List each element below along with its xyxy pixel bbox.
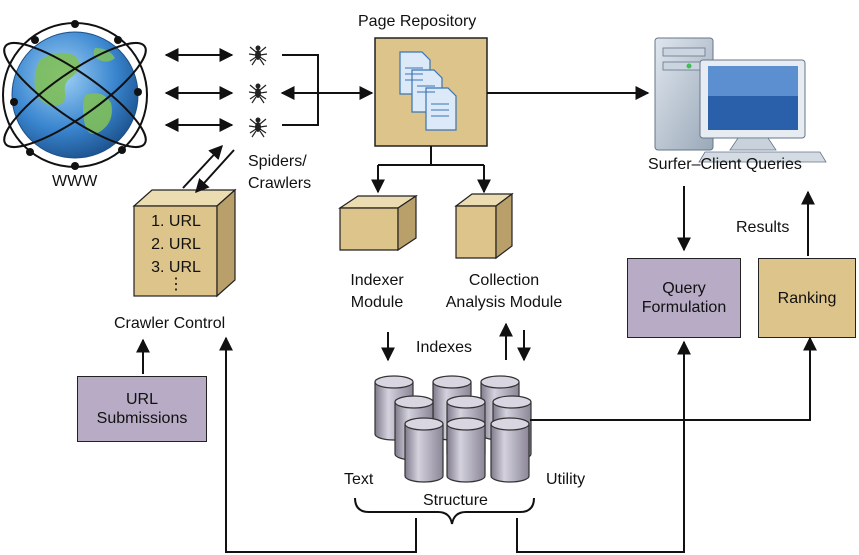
spiders-label: Spiders/ Crawlers [248, 152, 311, 193]
indexes-database-icon [374, 375, 532, 483]
query-formulation-label-line2: Formulation [641, 299, 727, 316]
index-brace [354, 497, 535, 525]
url-list-item-1: 1. URL [151, 213, 201, 230]
spider-icon-2 [248, 82, 268, 104]
arrow-to-query-formulation [516, 340, 691, 553]
url-submissions-label-line2: Submissions [96, 410, 188, 427]
results-label: Results [736, 219, 790, 236]
crawler-control-box [132, 188, 237, 298]
crawler-control-label: Crawler Control [114, 315, 226, 332]
utility-label: Utility [546, 471, 586, 488]
spider-icon-3 [248, 116, 268, 138]
url-submissions-box: URL Submissions [77, 376, 207, 442]
url-list-item-3: 3. URL [151, 259, 201, 276]
spider-icon-1 [248, 44, 268, 66]
spiders-label-line2: Crawlers [248, 175, 312, 192]
page-repository-label: Page Repository [358, 13, 477, 30]
arrow-control-to-spiders [182, 144, 223, 189]
www-label: WWW [52, 173, 98, 190]
url-list-more: ⋮ [168, 276, 184, 293]
ranking-box: Ranking [758, 258, 856, 338]
database-cylinder-icon [404, 417, 444, 483]
indexer-label-line1: Indexer [350, 272, 404, 289]
computer-icon [654, 37, 827, 163]
database-cylinder-icon [446, 417, 486, 483]
database-cylinder-icon [490, 417, 530, 483]
surfer-queries-label: Surfer–Client Queries [648, 156, 802, 173]
url-submissions-label-line1: URL [125, 391, 158, 408]
repository-split-line [378, 146, 484, 166]
query-formulation-box: Query Formulation [627, 258, 741, 338]
collection-module-label: Collection Analysis Module [430, 271, 578, 312]
url-list: 1. URL 2. URL 3. URL ⋮ [140, 212, 212, 294]
indexer-module-icon [338, 194, 418, 252]
ranking-label: Ranking [777, 289, 837, 307]
arrow-spiders-to-control [195, 149, 235, 194]
query-formulation-label-line1: Query [662, 280, 706, 297]
arrow-to-crawler-control [219, 336, 417, 553]
spider-bracket [282, 54, 319, 126]
text-label: Text [344, 471, 374, 488]
structure-label: Structure [423, 492, 488, 509]
indexer-module-label: Indexer Module [342, 271, 412, 312]
url-list-item-2: 2. URL [151, 236, 201, 253]
collection-label-line1: Collection [468, 272, 540, 289]
collection-label-line2: Analysis Module [445, 294, 563, 311]
indexes-label: Indexes [416, 339, 473, 356]
arrow-indexes-to-ranking [530, 336, 817, 421]
globe-icon [2, 20, 148, 170]
spiders-label-line1: Spiders/ [248, 153, 307, 170]
collection-module-icon [454, 192, 514, 260]
indexer-label-line2: Module [350, 294, 404, 311]
document-stack-icon [399, 51, 457, 131]
page-repository-box [374, 37, 488, 147]
